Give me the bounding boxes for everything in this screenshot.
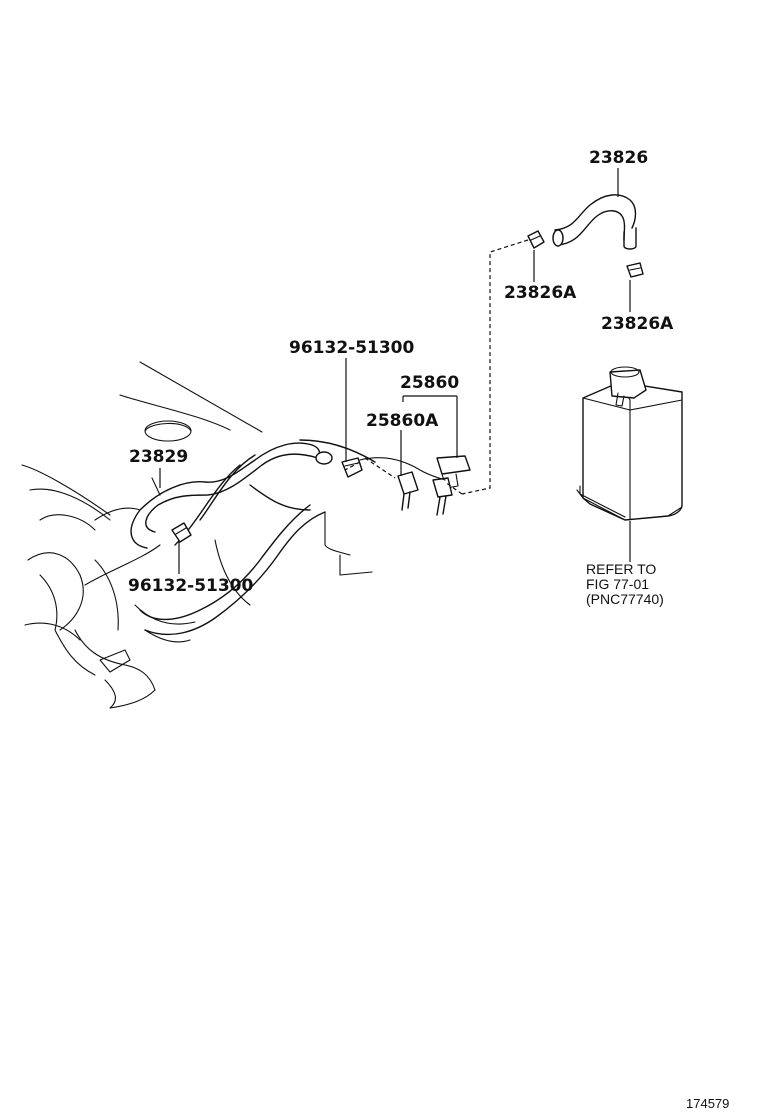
clamp-96132-upper [341, 457, 363, 478]
refer-line-1: REFER TO [586, 561, 656, 577]
label-96132-lower: 96132-51300 [128, 576, 254, 596]
clamp-23826A-left [527, 230, 545, 249]
label-25860: 25860 [400, 373, 459, 393]
hose-23829 [130, 420, 376, 636]
refer-line-2: FIG 77-01 [586, 576, 649, 592]
label-96132-upper: 96132-51300 [289, 338, 415, 358]
vsv-25860 [359, 455, 471, 516]
clamp-23826A-right [626, 262, 644, 278]
refer-line-3: (PNC77740) [586, 591, 664, 607]
charcoal-canister [576, 366, 683, 521]
hose-23826 [552, 194, 637, 250]
clamp-96132-lower [171, 522, 192, 543]
label-23826: 23826 [589, 148, 648, 168]
leader-lines [159, 168, 631, 574]
diagram-code: 174579 [686, 1096, 729, 1111]
label-23829: 23829 [129, 447, 188, 467]
label-23826A-right: 23826A [601, 314, 674, 334]
label-23826A-left: 23826A [504, 283, 577, 303]
label-25860A: 25860A [366, 411, 439, 431]
dashed-routing [344, 239, 529, 495]
engine-outline [21, 361, 373, 709]
